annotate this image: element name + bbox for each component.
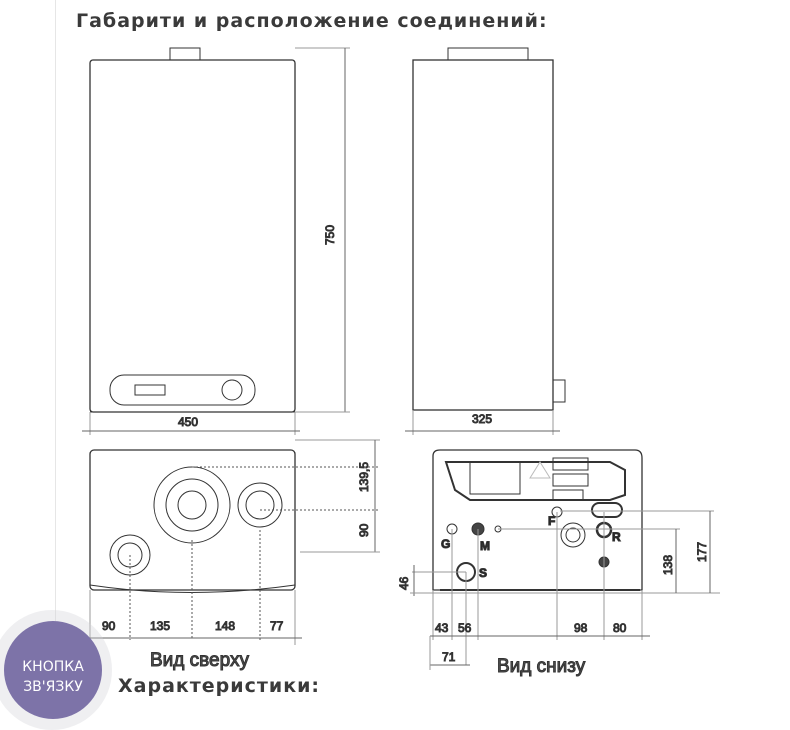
top-view — [85, 439, 380, 645]
dim-top-h2: 135 — [150, 619, 170, 633]
dim-46: 46 — [397, 576, 411, 590]
dim-depth: 325 — [472, 412, 492, 426]
bottom-view-caption: Вид снизу — [497, 656, 586, 677]
dim-height: 750 — [323, 225, 337, 245]
dim-71: 71 — [442, 650, 456, 664]
label-m: M — [480, 539, 490, 553]
dim-80: 80 — [613, 621, 627, 635]
dim-138: 138 — [661, 555, 675, 575]
dim-56: 56 — [458, 621, 472, 635]
dim-top-1: 139,5 — [357, 462, 371, 492]
dim-43: 43 — [435, 621, 449, 635]
bottom-view — [410, 449, 720, 670]
dim-top-h1: 90 — [102, 619, 116, 633]
contact-button-line2: ЗВ'ЯЗКУ — [23, 679, 83, 695]
label-f: F — [548, 514, 555, 528]
dim-width: 450 — [178, 415, 198, 429]
top-view-caption: Вид сверху — [150, 650, 249, 671]
dim-top-2: 90 — [357, 523, 371, 537]
side-view — [405, 47, 566, 435]
boiler-dimension-drawing: 750 450 325 139,5 90 90 — [82, 47, 720, 678]
front-view — [82, 47, 350, 435]
contact-button[interactable]: КНОПКА ЗВ'ЯЗКУ — [4, 621, 102, 719]
dim-top-h4: 77 — [270, 619, 284, 633]
label-g: G — [441, 537, 450, 551]
dim-top-h3: 148 — [215, 619, 235, 633]
dim-98: 98 — [574, 621, 588, 635]
section-heading: Габарити и расположение соединений: — [76, 10, 548, 32]
dim-177: 177 — [695, 542, 709, 562]
label-r: R — [612, 530, 621, 544]
contact-button-line1: КНОПКА — [22, 659, 84, 675]
next-section-heading: Характеристики: — [118, 675, 320, 697]
label-s: S — [479, 566, 487, 580]
content-border — [55, 0, 56, 699]
